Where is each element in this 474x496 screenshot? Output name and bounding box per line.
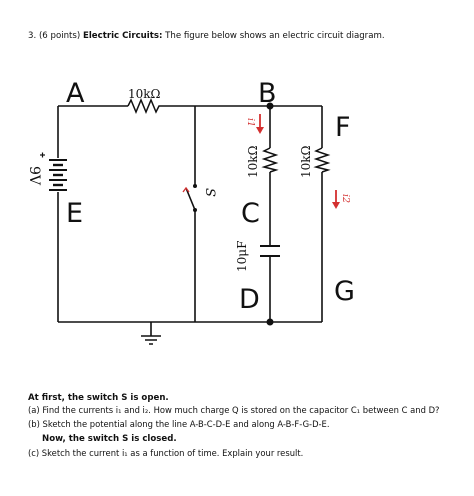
ground-symbol — [141, 335, 161, 345]
node-label-g: G — [334, 276, 355, 307]
current-arrow-i2 — [332, 190, 340, 209]
resistor-top — [127, 98, 162, 114]
battery-symbol — [40, 152, 67, 191]
battery-label: 9V — [26, 166, 42, 186]
capacitor-label: 10μF — [235, 241, 249, 272]
question-topic: Electric Circuits: — [82, 31, 163, 41]
question-points: (6 points) — [38, 31, 81, 41]
resistor-mid-label: 10kΩ — [246, 145, 260, 178]
circuit-wires — [57, 105, 323, 336]
switch-label: S — [202, 188, 217, 197]
question-a: (a) Find the currents i₁ and i₂. How muc… — [28, 405, 440, 415]
capacitor-symbol — [260, 245, 280, 257]
resistor-right-label: 10kΩ — [299, 145, 313, 178]
junction-d — [266, 318, 274, 326]
question-intro: The figure below shows an electric circu… — [165, 31, 385, 41]
question-header: 3. (6 points) Electric Circuits: The fig… — [28, 31, 385, 41]
node-label-e: E — [66, 198, 83, 229]
status-switch-open: At first, the switch S is open. — [28, 393, 169, 403]
resistor-mid — [261, 147, 279, 173]
switch-symbol — [182, 184, 197, 212]
current-arrow-i1 — [256, 114, 264, 134]
current-i2-label: i2 — [340, 194, 351, 203]
question-number: 3. — [28, 31, 37, 41]
question-b: (b) Sketch the potential along the line … — [28, 419, 330, 429]
node-label-d: D — [239, 284, 260, 315]
status-switch-closed: Now, the switch S is closed. — [42, 434, 177, 444]
current-i1-label: i1 — [245, 118, 256, 127]
question-c: (c) Sketch the current i₁ as a function … — [28, 448, 304, 458]
node-label-c: C — [241, 198, 260, 229]
resistor-top-label: 10kΩ — [128, 87, 161, 101]
junction-b — [266, 102, 274, 110]
node-label-a: A — [66, 78, 85, 109]
node-label-b: B — [258, 78, 277, 109]
resistor-right — [313, 147, 331, 173]
node-label-f: F — [335, 112, 351, 143]
